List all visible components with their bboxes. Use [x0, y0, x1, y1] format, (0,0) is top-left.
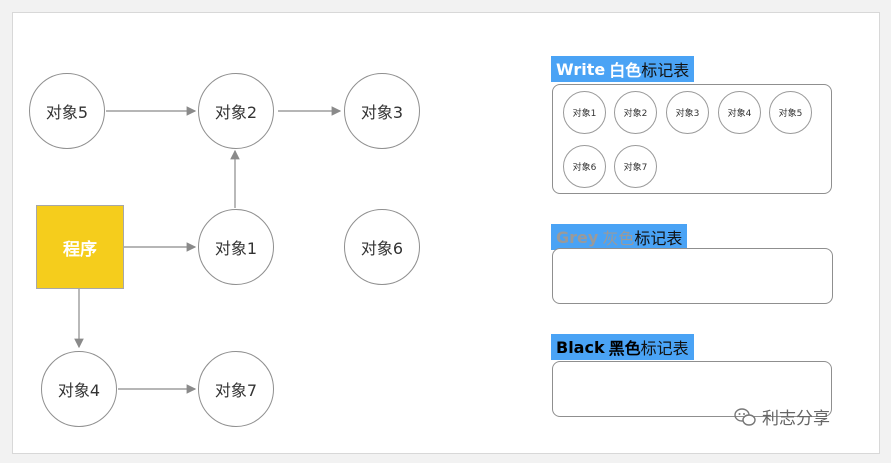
grey-title-color: 灰色 [602, 229, 635, 248]
white-mark-table: 对象1 对象2 对象3 对象4 对象5 对象6 对象7 [552, 84, 832, 194]
node-object4: 对象4 [41, 351, 117, 427]
black-mark-table [552, 361, 832, 417]
grey-title-suffix: 标记表 [634, 229, 683, 248]
black-title-color: 黑色 [608, 339, 641, 358]
white-title-suffix: 标记表 [641, 61, 690, 80]
node-label: 对象4 [57, 381, 101, 400]
node-label: 对象5 [45, 103, 89, 122]
white-title-en: Write [556, 59, 606, 79]
node-label: 对象1 [214, 239, 258, 258]
black-table-title: Black 黑色 标记表 [551, 334, 694, 360]
program-box: 程序 [36, 205, 124, 289]
grey-table-title: Grey 灰色 标记表 [551, 224, 688, 250]
wechat-icon [734, 407, 756, 426]
white-item: 对象4 [718, 91, 761, 134]
white-item: 对象5 [769, 91, 812, 134]
node-label: 对象7 [214, 381, 258, 400]
white-item-label: 对象3 [675, 109, 700, 119]
white-item-label: 对象2 [623, 109, 648, 119]
node-object6: 对象6 [344, 209, 420, 285]
white-table-title: Write 白色 标记表 [551, 56, 695, 82]
grey-title-en: Grey [556, 227, 599, 247]
node-label: 对象6 [360, 239, 404, 258]
white-title-color: 白色 [609, 61, 642, 80]
node-object5: 对象5 [29, 73, 105, 149]
grey-mark-table [552, 248, 833, 304]
watermark: 利志分享 [734, 404, 830, 429]
white-item: 对象6 [563, 145, 606, 188]
white-item-label: 对象5 [778, 109, 803, 119]
white-item-label: 对象7 [623, 163, 648, 173]
white-item-label: 对象4 [727, 109, 752, 119]
white-item: 对象1 [563, 91, 606, 134]
black-title-en: Black [556, 337, 605, 357]
node-object7: 对象7 [198, 351, 274, 427]
node-label: 对象2 [214, 103, 258, 122]
white-item-label: 对象6 [572, 163, 597, 173]
node-object3: 对象3 [344, 73, 420, 149]
node-object2: 对象2 [198, 73, 274, 149]
program-label: 程序 [63, 239, 97, 260]
node-label: 对象3 [360, 103, 404, 122]
white-item: 对象2 [614, 91, 657, 134]
white-item: 对象3 [666, 91, 709, 134]
black-title-suffix: 标记表 [640, 339, 689, 358]
white-item: 对象7 [614, 145, 657, 188]
white-item-label: 对象1 [572, 109, 597, 119]
node-object1: 对象1 [198, 209, 274, 285]
watermark-text: 利志分享 [762, 409, 830, 429]
